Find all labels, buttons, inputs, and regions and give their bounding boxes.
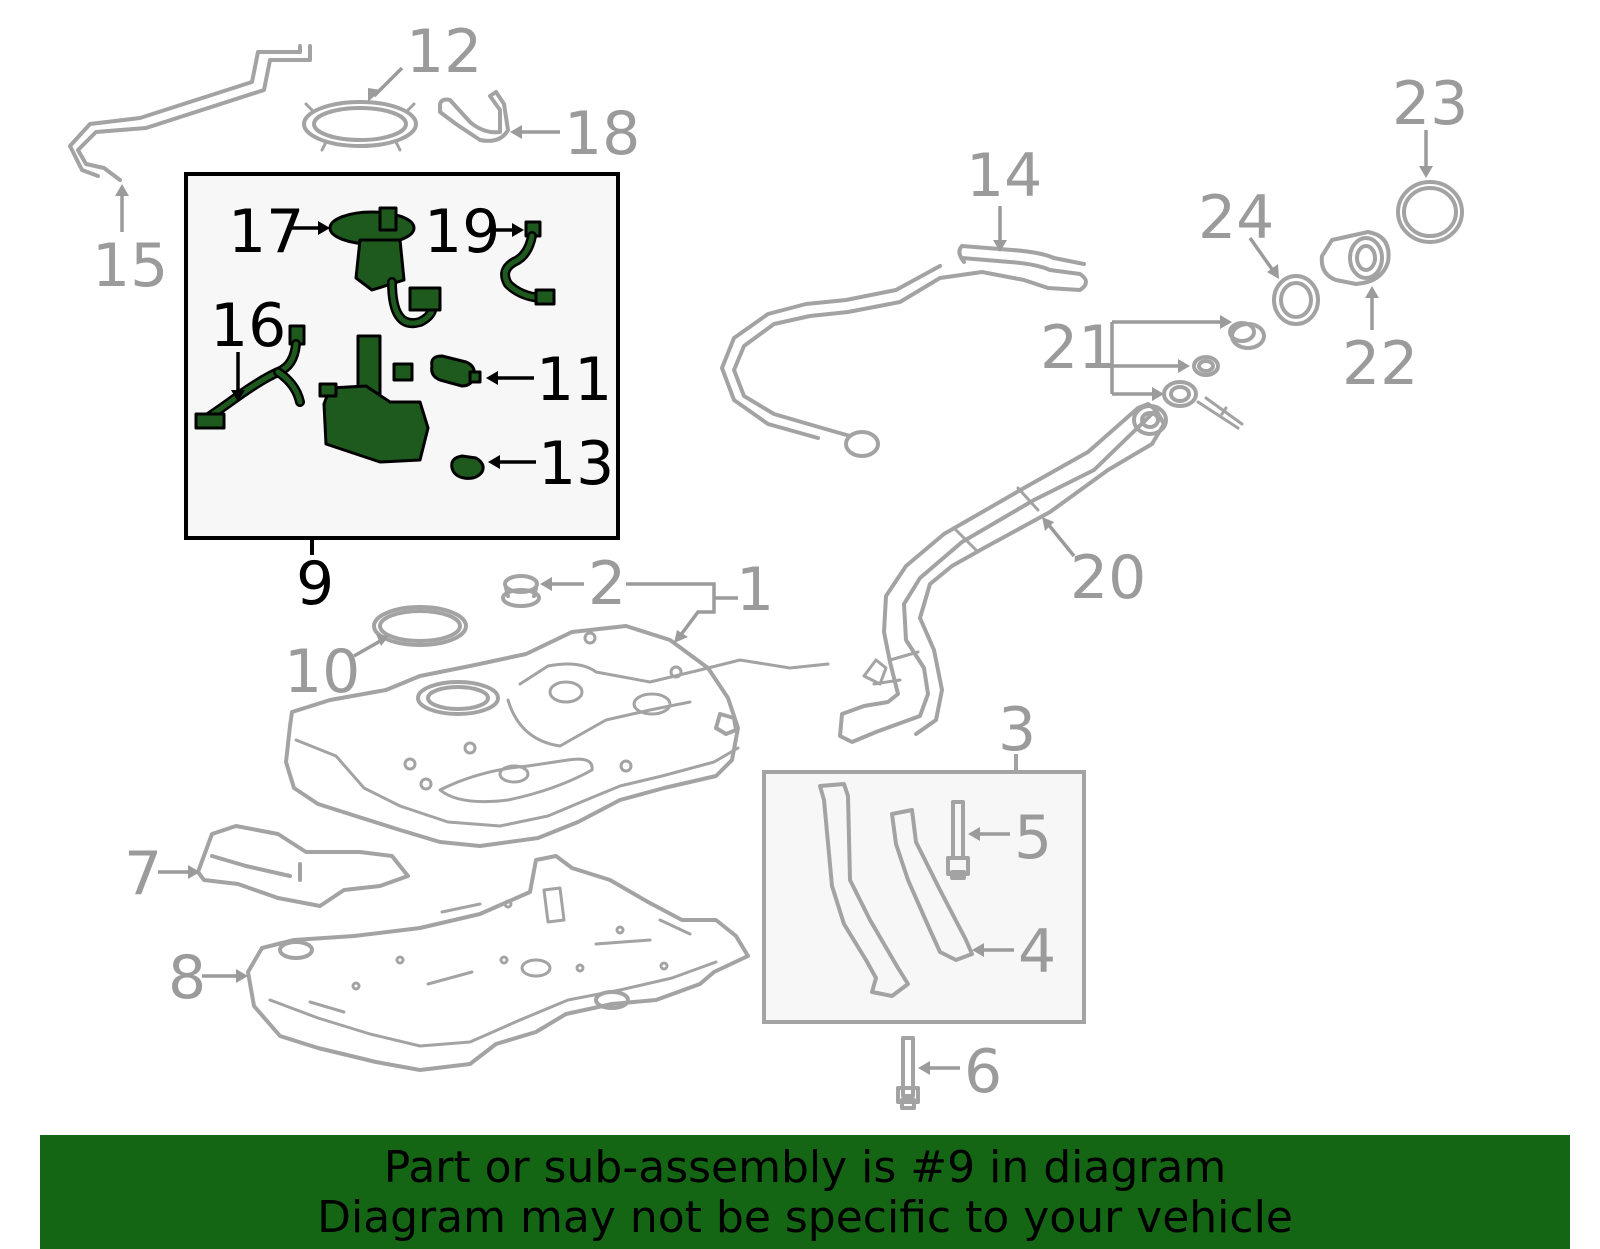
callout-15: 15 [92, 231, 168, 301]
callout-20: 20 [1070, 543, 1146, 613]
part-1-fuel-tank [284, 624, 830, 848]
callout-9: 9 [296, 549, 334, 619]
part-5-bolt [946, 800, 970, 880]
part-21-cap-and-rings [1162, 321, 1266, 430]
part-23-gasket [1396, 180, 1464, 244]
part-15-vent-line-outer [68, 44, 302, 178]
callout-23: 23 [1392, 69, 1468, 139]
callout-22: 22 [1342, 329, 1418, 399]
part-17-sender-gauge [328, 206, 442, 329]
part-19-wire-harness [500, 220, 556, 306]
callout-8: 8 [168, 943, 206, 1013]
part-9-pump-module [318, 334, 430, 464]
part-6-bolt [896, 1036, 920, 1110]
part-11-fuel-pump [430, 354, 482, 388]
callout-16: 16 [210, 291, 286, 361]
callout-11: 11 [536, 345, 612, 415]
callout-4: 4 [1018, 917, 1056, 987]
callout-5: 5 [1014, 803, 1052, 873]
callout-18: 18 [564, 99, 640, 169]
subassembly-3-box [762, 770, 1086, 1024]
callout-19: 19 [424, 197, 500, 267]
banner-line-2: Diagram may not be specific to your vehi… [317, 1192, 1293, 1243]
callout-7: 7 [124, 839, 162, 909]
part-3-tank-straps [818, 782, 974, 998]
part-15-vent-line [76, 44, 312, 182]
part-10-gasket [372, 605, 468, 647]
callout-12: 12 [406, 17, 482, 87]
part-13-strainer [450, 454, 485, 480]
callout-6: 6 [964, 1037, 1002, 1107]
callout-21: 21 [1040, 313, 1116, 383]
part-14-vent-hose [720, 244, 1088, 458]
callout-1: 1 [736, 555, 774, 625]
info-banner: Part or sub-assembly is #9 in diagram Di… [40, 1135, 1570, 1249]
part-18-hose [438, 90, 510, 143]
banner-line-1: Part or sub-assembly is #9 in diagram [383, 1142, 1227, 1193]
callout-17: 17 [228, 197, 304, 267]
callout-14: 14 [966, 141, 1042, 211]
part-24-o-ring [1272, 274, 1320, 326]
callout-24: 24 [1198, 183, 1274, 253]
part-7-heat-shield [196, 824, 410, 908]
callout-13: 13 [538, 429, 614, 499]
part-22-filler-housing [1319, 230, 1391, 286]
part-16-wire-connector [194, 324, 306, 430]
leader-arrows [115, 66, 1433, 1075]
callout-3: 3 [998, 695, 1036, 765]
callout-10: 10 [284, 637, 360, 707]
part-12-lock-ring [302, 100, 418, 152]
callout-2: 2 [588, 549, 626, 619]
part-20-filler-pipe [838, 402, 1168, 744]
part-2-grommet [501, 574, 541, 608]
part-8-tank-protector [246, 854, 750, 1072]
